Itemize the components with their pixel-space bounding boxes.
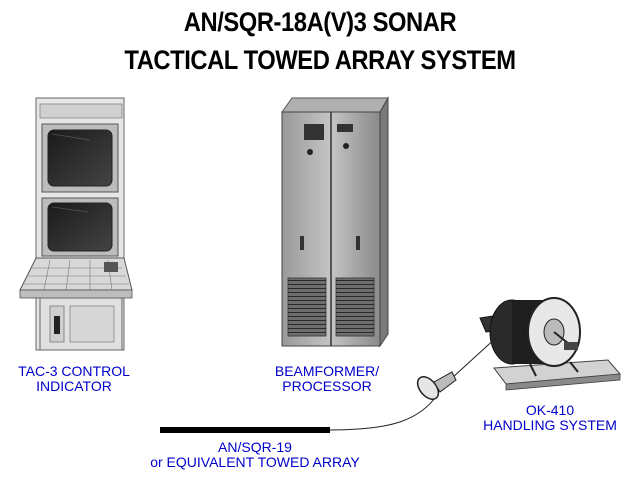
beamformer-label-line-2: PROCESSOR	[282, 378, 372, 394]
tac3-label-line-1: TAC-3 CONTROL	[18, 363, 130, 379]
beamformer-cabinet-image	[281, 96, 389, 348]
tac3-label-line-2: INDICATOR	[36, 378, 112, 394]
title-line-1: AN/SQR-18A(V)3 SONAR	[183, 7, 457, 37]
beamformer-processor-label: BEAMFORMER/ PROCESSOR	[262, 364, 392, 394]
ok410-handling-system-label: OK-410 HANDLING SYSTEM	[470, 403, 630, 433]
tac3-console-image	[19, 97, 133, 351]
ok410-winch-image	[479, 297, 622, 391]
beamformer-label-line-1: BEAMFORMER/	[274, 363, 380, 379]
array-label-line-1: AN/SQR-19	[218, 439, 292, 455]
ok410-label-line-1: OK-410	[525, 402, 575, 418]
towed-array-image	[160, 335, 499, 433]
towed-array-label: AN/SQR-19 or EQUIVALENT TOWED ARRAY	[130, 440, 380, 470]
ok410-label-line-2: HANDLING SYSTEM	[483, 417, 617, 433]
title-line-2: TACTICAL TOWED ARRAY SYSTEM	[124, 45, 516, 75]
tac3-control-indicator-label: TAC-3 CONTROL INDICATOR	[12, 364, 136, 394]
array-label-line-2: or EQUIVALENT TOWED ARRAY	[150, 454, 360, 470]
